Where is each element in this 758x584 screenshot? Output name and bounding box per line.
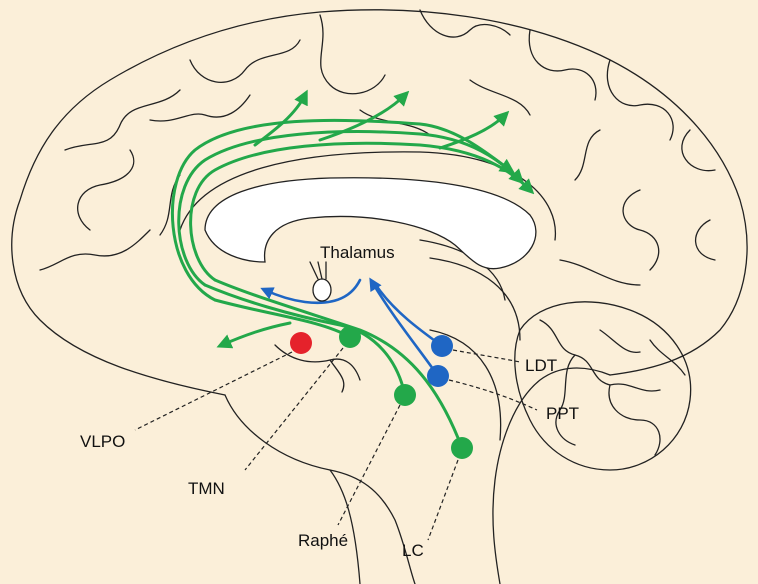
raphe-label: Raphé <box>298 531 348 550</box>
thalamus-structure <box>309 261 332 302</box>
vlpo-label: VLPO <box>80 432 125 451</box>
tmn-label: TMN <box>188 479 225 498</box>
leader-lines <box>134 347 538 541</box>
cerebellum <box>514 301 692 471</box>
tmn-nucleus <box>339 326 361 348</box>
lc-label: LC <box>402 541 424 560</box>
ldt-nucleus <box>431 335 453 357</box>
ldt-label: LDT <box>525 356 557 375</box>
thalamus-label: Thalamus <box>320 243 395 262</box>
raphe-nucleus <box>394 384 416 406</box>
ppt-nucleus <box>427 365 449 387</box>
ppt-label: PPT <box>546 404 579 423</box>
green-projections <box>171 89 535 450</box>
lateral-ventricle <box>204 177 537 270</box>
vlpo-nucleus <box>290 332 312 354</box>
lc-nucleus <box>451 437 473 459</box>
